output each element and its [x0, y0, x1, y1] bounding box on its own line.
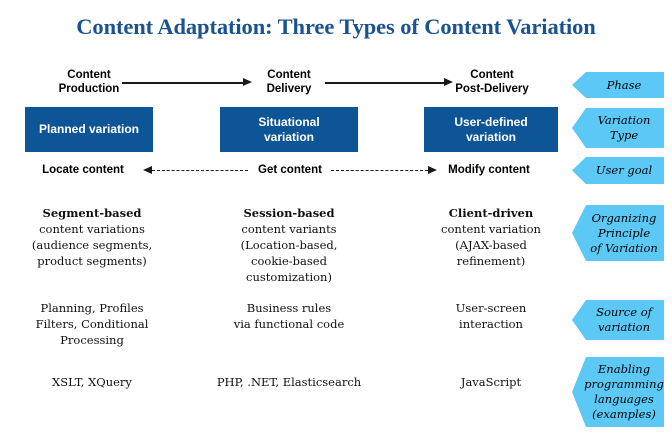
row-label-organizing-principle[interactable]: Organizing Principle of Variation [572, 205, 664, 261]
phase-header-2: Content Delivery [224, 68, 354, 96]
organizing-principle-3: Client-driven content variation (AJAX-ba… [418, 205, 564, 269]
principle-lead-3: Client-driven [448, 206, 534, 220]
phase-header-3-line2: Post-Delivery [455, 83, 529, 95]
page-title: Content Adaptation: Three Types of Conte… [76, 14, 596, 39]
user-goal-1: Locate content [42, 164, 124, 176]
phase-header-1-line2: Production [58, 83, 120, 95]
languages-1: XSLT, XQuery [52, 375, 132, 389]
variation-type-box-3[interactable]: User-defined variation [424, 107, 558, 152]
source-of-variation-1: Planning, Profiles Filters, Conditional … [35, 301, 149, 347]
user-goal-2: Get content [258, 164, 322, 176]
row-label-user-goal[interactable]: User goal [572, 157, 664, 184]
principle-body-2: content variants (Location-based, cookie… [240, 222, 338, 284]
goal-arrow-right [331, 166, 437, 175]
variation-type-box-2[interactable]: Situational variation [220, 107, 358, 152]
phase-arrow-1-to-2 [122, 78, 252, 87]
user-goal-3: Modify content [448, 164, 530, 176]
phase-header-1: Content Production [24, 68, 154, 96]
arrow-shaft-dashed [152, 169, 248, 171]
languages-3: JavaScript [460, 375, 522, 389]
source-of-variation-2: Business rules via functional code [233, 301, 345, 331]
arrow-shaft [325, 82, 444, 84]
arrow-head-right [243, 78, 252, 86]
organizing-principle-1: Segment-based content variations (audien… [18, 205, 166, 269]
principle-body-3: content variation (AJAX-based refinement… [441, 222, 541, 268]
phase-header-3: Content Post-Delivery [424, 68, 560, 96]
phase-header-3-line1: Content [470, 69, 514, 81]
arrow-head-right [428, 166, 437, 174]
row-label-enabling-languages[interactable]: Enabling programming languages (examples… [572, 357, 664, 427]
arrow-shaft-dashed [331, 169, 428, 171]
principle-lead-2: Session-based [243, 206, 335, 220]
variation-type-box-1[interactable]: Planned variation [25, 107, 153, 152]
phase-arrow-2-to-3 [325, 78, 453, 87]
principle-lead-1: Segment-based [42, 206, 142, 220]
arrow-head-left [143, 166, 152, 174]
row-label-variation-type[interactable]: Variation Type [572, 108, 664, 148]
languages-2: PHP, .NET, Elasticsearch [216, 375, 362, 389]
phase-header-2-line2: Delivery [266, 83, 312, 95]
source-of-variation-3: User-screen interaction [455, 301, 527, 331]
arrow-shaft [122, 82, 243, 84]
arrow-head-right [444, 78, 453, 86]
phase-header-1-line1: Content [67, 69, 111, 81]
goal-arrow-left [143, 166, 248, 175]
organizing-principle-2: Session-based content variants (Location… [215, 205, 363, 285]
row-label-source-of-variation[interactable]: Source of variation [572, 300, 664, 340]
principle-body-1: content variations (audience segments, p… [31, 222, 153, 268]
phase-header-2-line1: Content [267, 69, 311, 81]
row-label-phase[interactable]: Phase [572, 72, 664, 98]
